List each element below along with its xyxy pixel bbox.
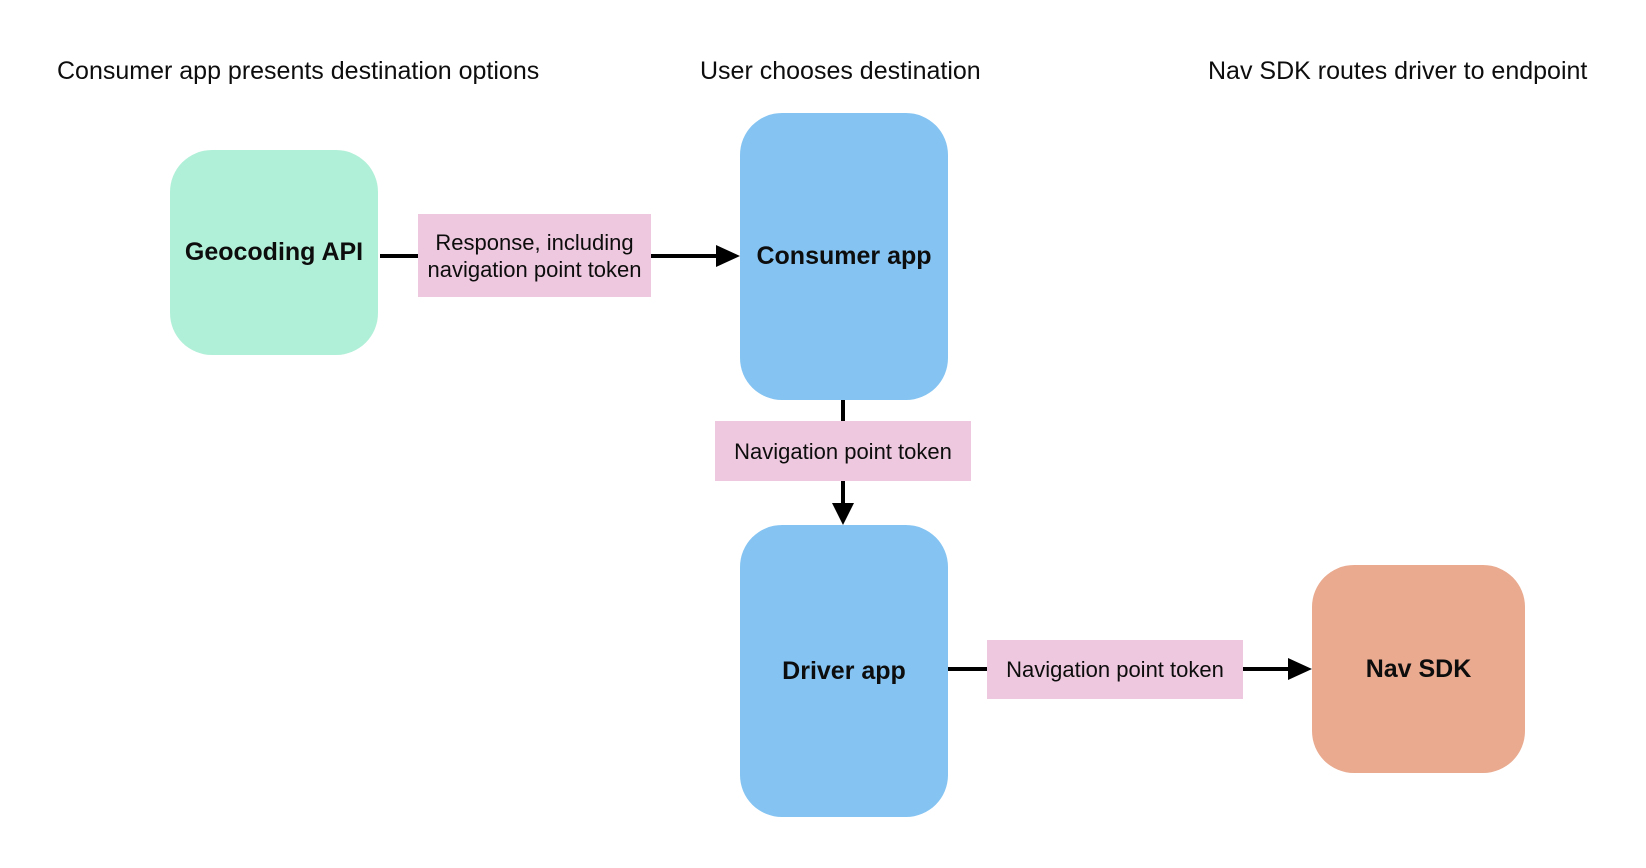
edge-label-navigation-point-token-1: Navigation point token bbox=[715, 421, 971, 481]
node-geocoding-api-label: Geocoding API bbox=[184, 238, 364, 266]
edge-label-response-including-token: Response, including navigation point tok… bbox=[418, 214, 651, 297]
arrowhead-right-icon bbox=[1288, 658, 1312, 680]
node-driver-app: Driver app bbox=[740, 525, 948, 817]
stage-header-user-chooses: User chooses destination bbox=[700, 57, 981, 85]
node-nav-sdk: Nav SDK bbox=[1312, 565, 1525, 773]
arrowhead-right-icon bbox=[716, 245, 740, 267]
edge-label-navigation-point-token-2: Navigation point token bbox=[987, 640, 1243, 699]
arrowhead-down-icon bbox=[832, 503, 854, 525]
node-driver-app-label: Driver app bbox=[782, 656, 906, 685]
node-consumer-app-label: Consumer app bbox=[756, 242, 932, 270]
node-consumer-app: Consumer app bbox=[740, 113, 948, 400]
stage-header-consumer-presents: Consumer app presents destination option… bbox=[57, 57, 540, 85]
node-nav-sdk-label: Nav SDK bbox=[1365, 654, 1472, 683]
stage-header-nav-sdk-routes: Nav SDK routes driver to endpoint bbox=[1208, 57, 1588, 85]
node-geocoding-api: Geocoding API bbox=[170, 150, 378, 355]
